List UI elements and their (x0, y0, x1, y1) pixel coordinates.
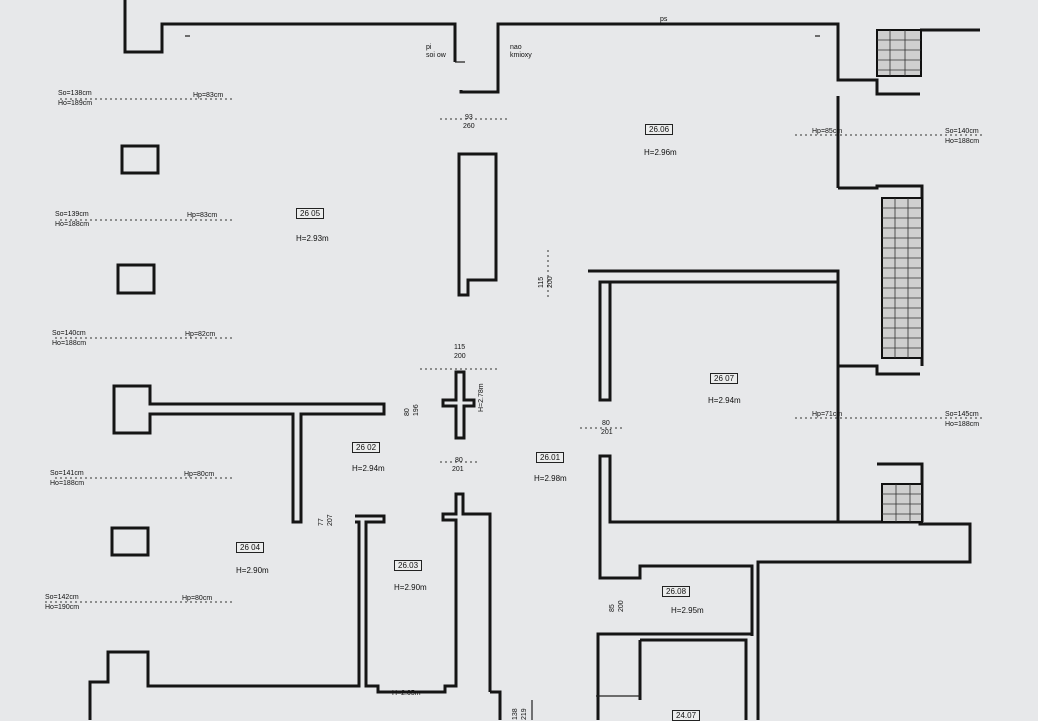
opening-2-bottom: 200 (454, 353, 466, 360)
wall-north-east (459, 22, 920, 96)
opening-8-bottom: 200 (618, 600, 625, 612)
window-1-hp: Hp=83cm (193, 92, 224, 99)
window-2-ho: Ho=188cm (55, 221, 90, 228)
opening-4-bottom: 201 (452, 466, 464, 473)
opening-6-bottom: 196 (413, 404, 420, 416)
wall-bottom-corridor (490, 632, 752, 720)
window-2-hp: Hp=83cm (187, 212, 218, 219)
window-1-ho: Ho=189cm (58, 100, 93, 107)
window-3-ho: Ho=188cm (52, 340, 87, 347)
window-7-hp: Hp=71cm (812, 411, 843, 418)
stair-height-label: H=2.78m (478, 383, 485, 412)
wall-west-window-2 (116, 263, 156, 295)
room-height-26-06: H=2.96m (644, 148, 677, 157)
opening-9-top: 138 (512, 708, 519, 720)
window-5-so: So=142cm (45, 594, 79, 601)
chimney-middle (881, 197, 923, 359)
window-4-ho: Ho=188cm (50, 480, 85, 487)
room-height-26-02: H=2.94m (352, 464, 385, 473)
wall-west-window-1 (120, 144, 160, 175)
note-top-middle: nao kmioxy (510, 44, 532, 59)
opening-8-top: 85 (609, 604, 616, 612)
window-1-so: So=138cm (58, 90, 92, 97)
room-label-26-01: 26.01 (536, 452, 565, 463)
room-label-26-06: 26.06 (645, 124, 674, 135)
wall-room-26-03-left (88, 520, 361, 720)
room-height-26-05: H=2.93m (296, 234, 329, 243)
room-label-26-05: 26 05 (296, 208, 325, 219)
window-6-ho: Ho=188cm (945, 138, 980, 145)
wall-west-window-3 (110, 526, 150, 557)
opening-2-top: 115 (454, 344, 466, 351)
wall-room-26-03 (355, 492, 492, 694)
wall-partition-west (112, 384, 386, 524)
opening-9-bottom: 219 (521, 708, 528, 720)
window-6-so: So=140cm (945, 128, 979, 135)
chimney-north (876, 29, 922, 77)
opening-3-top: 80 (602, 420, 610, 427)
opening-3-bottom: 201 (601, 429, 613, 436)
wall-bottom-stub (531, 695, 640, 720)
window-7-so: So=145cm (945, 411, 979, 418)
room-height-26-04: H=2.90m (236, 566, 269, 575)
wall-east-lower (756, 520, 972, 720)
room-height-26-03: H=2.90m (394, 583, 427, 592)
wall-top-ticks (185, 35, 820, 63)
window-4-hp: Hp=80cm (184, 471, 215, 478)
window-4-so: So=141cm (50, 470, 84, 477)
wall-column-t (441, 370, 476, 440)
note-top-left: pi soi ow (426, 44, 446, 59)
room-height-26-01: H=2.98m (534, 474, 567, 483)
opening-5-top: 115 (538, 276, 545, 288)
chimney-south (881, 483, 923, 523)
window-6-hp: Hp=85cm (812, 128, 843, 135)
window-5-hp: Hp=80cm (182, 595, 213, 602)
window-2-so: So=139cm (55, 211, 89, 218)
opening-1-top: 93 (465, 114, 473, 121)
room-label-26-08: 26.08 (662, 586, 691, 597)
window-7-ho: Ho=188cm (945, 421, 980, 428)
opening-5-bottom: 200 (547, 276, 554, 288)
opening-6-top: 80 (404, 408, 411, 416)
wall-room-26-07-inner (598, 280, 840, 636)
room-label-26-02: 26 02 (352, 442, 381, 453)
bottom-height-label: H=2.05m (392, 690, 421, 697)
window-3-hp: Hp=82cm (185, 331, 216, 338)
window-3-so: So=140cm (52, 330, 86, 337)
note-top-right: ps (660, 16, 668, 23)
opening-1-bottom: 260 (463, 123, 475, 130)
room-height-26-08: H=2.95m (671, 606, 704, 615)
opening-7-top: 77 (318, 518, 325, 526)
wall-north-west (123, 0, 457, 62)
room-label-26-07: 26 07 (710, 373, 739, 384)
window-5-ho: Ho=190cm (45, 604, 80, 611)
opening-7-bottom: 207 (327, 514, 334, 526)
opening-4-top: 80 (455, 457, 463, 464)
wall-room-26-07 (588, 269, 920, 376)
room-label-26-03: 26.03 (394, 560, 423, 571)
room-height-26-07: H=2.94m (708, 396, 741, 405)
wall-column-north (457, 152, 498, 297)
room-label-24-07: 24.07 (672, 710, 701, 721)
room-label-26-04: 26 04 (236, 542, 265, 553)
